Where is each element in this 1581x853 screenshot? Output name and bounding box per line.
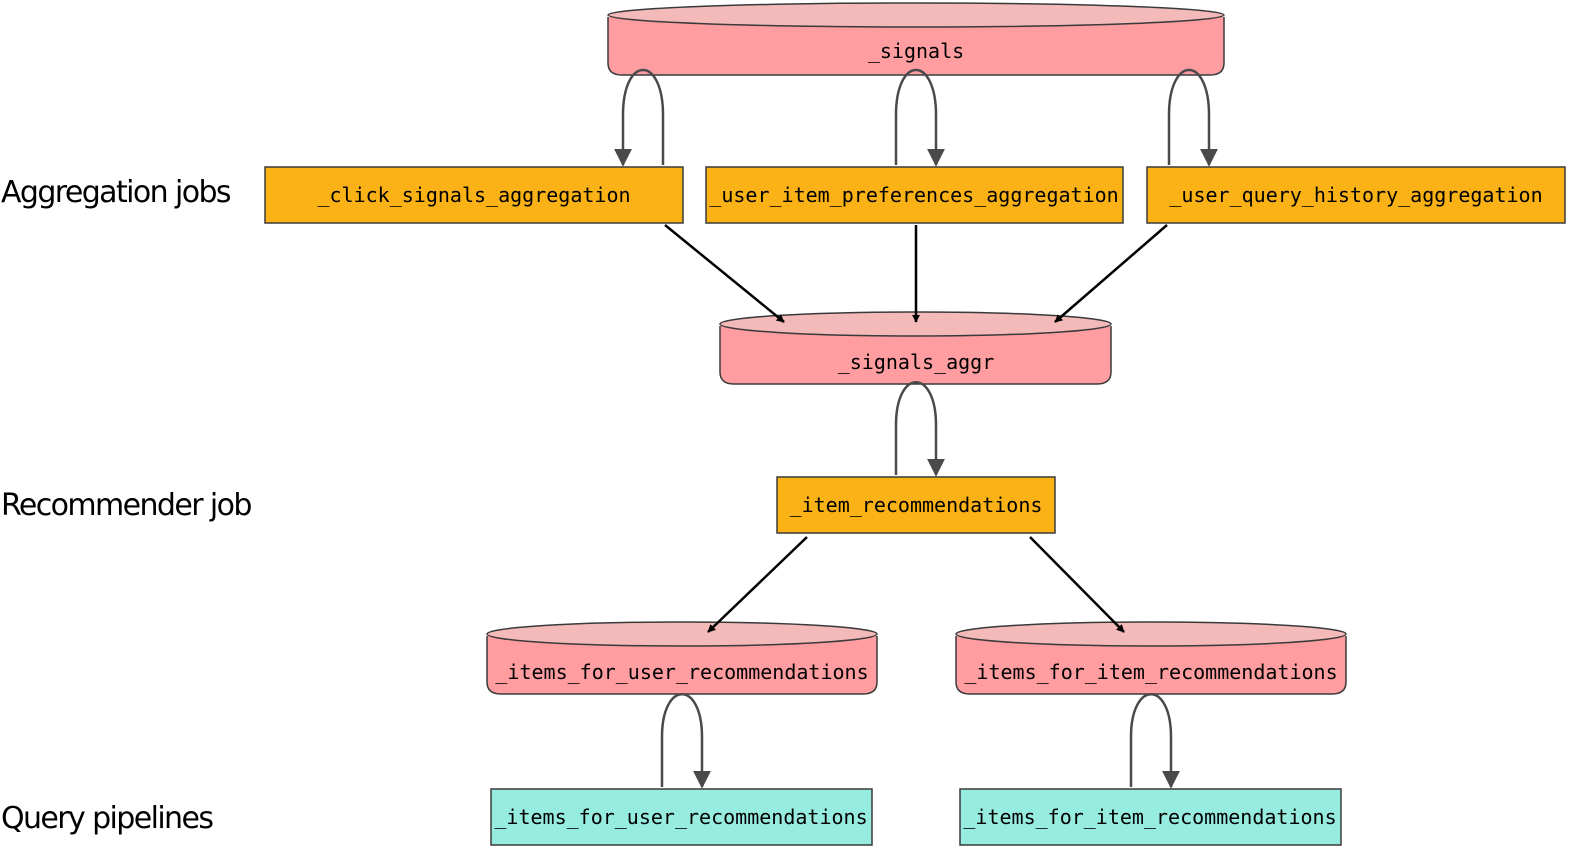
collection-signals-aggr: _signals_aggr (719, 311, 1112, 385)
job-item-recommendations-box (776, 476, 1056, 534)
row-label-aggregation-jobs: Aggregation jobs (1, 175, 231, 210)
edge-user-query-history-to-signals-aggr (1054, 224, 1168, 323)
edge-item-recommendations-to-items-for-user (707, 536, 808, 633)
loop-edge-items-for-item-pipeline (1129, 693, 1180, 789)
pipeline-items-for-item-label: _items_for_item_recommendations (963, 805, 1336, 829)
job-user-query-history-aggregation-label: _user_query_history_aggregation (1169, 183, 1542, 207)
collection-signals: _signals (607, 2, 1225, 76)
collection-items-for-item-recommendations: _items_for_item_recommendations (955, 621, 1347, 695)
job-click-signals-aggregation-box (264, 166, 684, 224)
job-user-query-history-aggregation-box (1146, 166, 1566, 224)
collection-signals-label: _signals (868, 39, 964, 63)
job-click-signals-aggregation-label: _click_signals_aggregation (317, 183, 630, 207)
job-item-recommendations: _item_recommendations (776, 476, 1056, 534)
job-user-item-preferences-aggregation-box (705, 166, 1124, 224)
collection-items-for-user-top (486, 621, 878, 647)
edge-item-recommendations-to-items-for-item (1029, 536, 1125, 633)
pipeline-items-for-item-box (959, 788, 1342, 846)
loop-edge-signals-user-item-preferences (894, 69, 945, 167)
collection-items-for-item-top (955, 621, 1347, 647)
collection-signals-top (607, 2, 1225, 28)
row-label-query-pipelines: Query pipelines (1, 801, 213, 836)
job-user-query-history-aggregation: _user_query_history_aggregation (1146, 166, 1566, 224)
row-label-recommender-job: Recommender job (1, 488, 251, 523)
edge-click-aggregation-to-signals-aggr (664, 224, 785, 323)
pipeline-items-for-user-recommendations: _items_for_user_recommendations (490, 788, 873, 846)
job-user-item-preferences-aggregation-label: _user_item_preferences_aggregation (709, 183, 1118, 207)
loop-edge-signals-click-aggregation (614, 69, 665, 167)
pipeline-items-for-user-box (490, 788, 873, 846)
collection-signals-body (607, 17, 1225, 76)
loop-edge-signals-aggr-item-recommendations (894, 381, 945, 477)
job-item-recommendations-label: _item_recommendations (790, 493, 1043, 517)
pipeline-items-for-item-recommendations: _items_for_item_recommendations (959, 788, 1342, 846)
collection-items-for-user-recommendations: _items_for_user_recommendations (486, 621, 878, 695)
loop-edge-signals-user-query-history (1167, 69, 1218, 167)
collection-items-for-item-label: _items_for_item_recommendations (964, 660, 1337, 684)
loop-edge-items-for-user-pipeline (660, 693, 711, 789)
collection-items-for-user-label: _items_for_user_recommendations (495, 660, 868, 684)
collection-signals-aggr-body (719, 326, 1112, 385)
job-user-item-preferences-aggregation: _user_item_preferences_aggregation (705, 166, 1124, 224)
job-click-signals-aggregation: _click_signals_aggregation (264, 166, 684, 224)
pipeline-items-for-user-label: _items_for_user_recommendations (494, 805, 867, 829)
collection-signals-aggr-label: _signals_aggr (838, 350, 995, 374)
